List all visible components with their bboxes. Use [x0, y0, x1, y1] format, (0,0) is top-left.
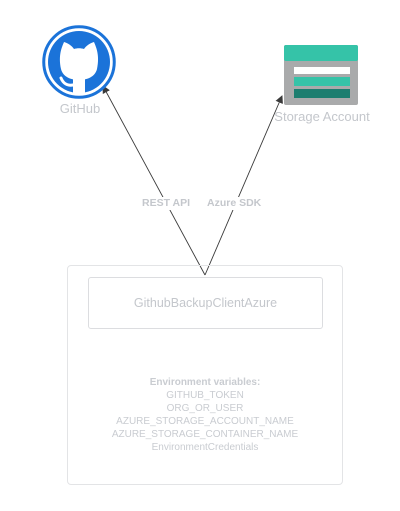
env-item-org-or-user: ORG_OR_USER [166, 403, 244, 414]
environment-variables: Environment variables: GITHUB_TOKEN ORG_… [105, 376, 305, 454]
client-label: GithubBackupClientAzure [133, 296, 278, 310]
container-box [67, 265, 343, 485]
rest-api-arrow [102, 85, 206, 276]
azure-sdk-arrow [204, 95, 283, 276]
azure-sdk-label: Azure SDK [206, 197, 263, 210]
client-node: GithubBackupClientAzure [88, 277, 323, 329]
storage-account-icon [284, 45, 358, 105]
env-title: Environment variables: [149, 377, 261, 388]
github-label: GitHub [59, 101, 101, 116]
env-item-storage-account-name: AZURE_STORAGE_ACCOUNT_NAME [116, 416, 294, 427]
env-item-storage-container-name: AZURE_STORAGE_CONTAINER_NAME [111, 429, 299, 440]
github-icon [42, 25, 116, 99]
env-item-github-token: GITHUB_TOKEN [166, 390, 244, 401]
storage-account-label: Storage Account [274, 109, 370, 124]
env-item-environment-credentials: EnvironmentCredentials [151, 442, 259, 453]
rest-api-label: REST API [141, 197, 192, 210]
